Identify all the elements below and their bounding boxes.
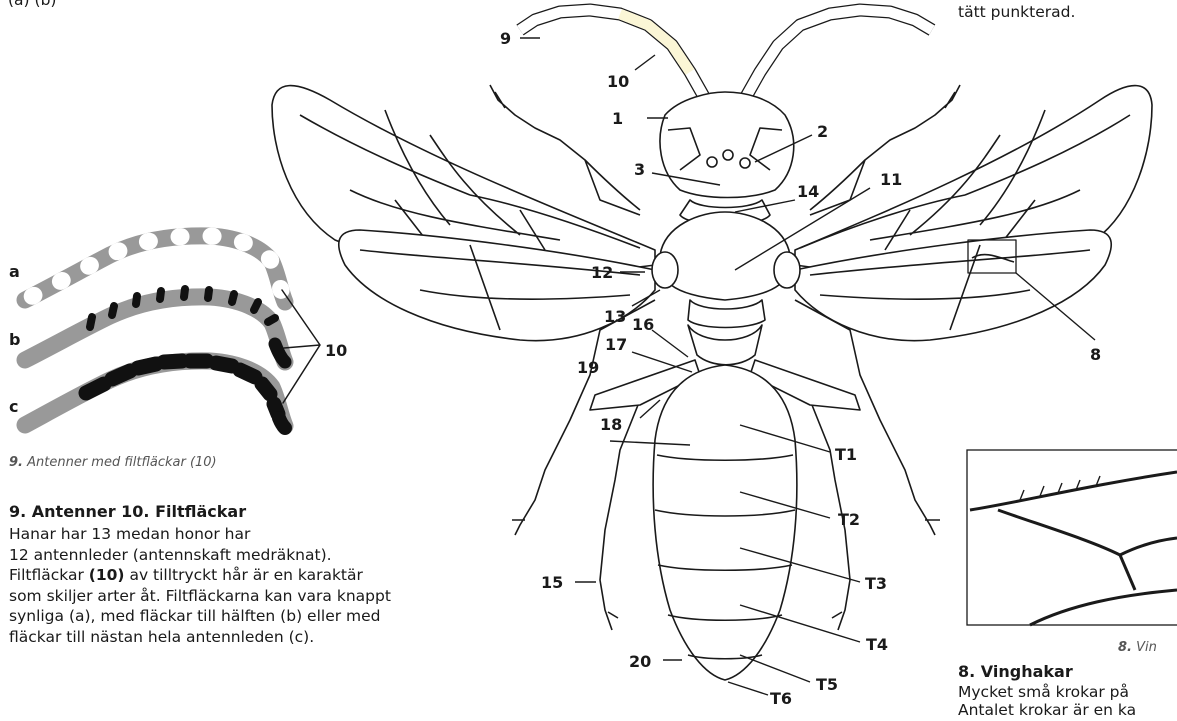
- label-18: 18: [600, 415, 622, 434]
- label-9: 9: [500, 29, 511, 48]
- label-1: 1: [612, 109, 623, 128]
- wing-hook-detail: [967, 450, 1177, 625]
- mesonotum: [660, 212, 790, 300]
- label-14: 14: [797, 182, 819, 201]
- abdomen: [653, 365, 797, 680]
- section-9-line-3-bold: (10): [89, 566, 125, 584]
- label-2: 2: [817, 122, 828, 141]
- wasp-drawing: [272, 10, 1152, 695]
- section-9-line-2: 12 antennleder (antennskaft medräknat).: [9, 545, 391, 566]
- label-11: 11: [880, 170, 902, 189]
- label-3: 3: [634, 160, 645, 179]
- label-t4: T4: [866, 635, 888, 654]
- section-9-line-1: Hanar har 13 medan honor har: [9, 524, 391, 545]
- section-8-heading: 8. Vinghakar: [958, 662, 1073, 681]
- section-9-body: Hanar har 13 medan honor har 12 antennle…: [9, 524, 391, 647]
- label-t6: T6: [770, 689, 792, 707]
- label-13: 13: [604, 307, 626, 326]
- label-t3: T3: [865, 574, 887, 593]
- wing-hook-caption-text: Vin: [1136, 640, 1157, 655]
- antenna-row-label-a: a: [9, 262, 20, 281]
- top-right-text-fragment: tätt punkterad.: [958, 2, 1075, 23]
- wing-hook-caption-number: 8.: [1118, 640, 1132, 655]
- antenna-c: [25, 361, 285, 428]
- top-left-text-fragment: (a) (b): [8, 0, 56, 11]
- wasp-labels: 9 10 1 2 3 11 14 12 13 16 17 19 18 15 20…: [500, 29, 1101, 707]
- antenna-caption-number: 9.: [9, 455, 23, 470]
- antenna-row-label-b: b: [9, 330, 20, 349]
- label-10: 10: [607, 72, 629, 91]
- label-t5: T5: [816, 675, 838, 694]
- head: [660, 92, 794, 198]
- wing-hook-caption: 8. Vin: [1118, 640, 1157, 655]
- label-8: 8: [1090, 345, 1101, 364]
- section-9-line-3: Filtfläckar (10) av tilltryckt hår är en…: [9, 565, 391, 586]
- section-8-line-2: Antalet krokar är en ka: [958, 700, 1136, 721]
- label-t1: T1: [835, 445, 857, 464]
- antenna-figure-caption: 9. Antenner med filtfläckar (10): [9, 455, 217, 470]
- antenna-caption-text: Antenner med filtfläckar (10): [27, 455, 217, 470]
- label-t2: T2: [838, 510, 860, 529]
- label-20: 20: [629, 652, 651, 671]
- label-15: 15: [541, 573, 563, 592]
- antenna-a: [25, 236, 285, 302]
- section-9-line-5: synliga (a), med fläckar till hälften (b…: [9, 606, 391, 627]
- antenna-pointer-label: 10: [325, 341, 347, 360]
- antenna-b: [25, 289, 285, 362]
- antenna-figure: [25, 236, 320, 428]
- label-12: 12: [591, 263, 613, 282]
- antenna-row-label-c: c: [9, 397, 18, 416]
- section-9-line-6: fläckar till nästan hela antennleden (c)…: [9, 627, 391, 648]
- label-16: 16: [632, 315, 654, 334]
- label-17: 17: [605, 335, 627, 354]
- section-9-line-4: som skiljer arter åt. Filtfläckarna kan …: [9, 586, 391, 607]
- section-9-heading: 9. Antenner 10. Filtfläckar: [9, 502, 246, 521]
- section-9-line-3-post: av tilltryckt hår är en karaktär: [125, 566, 363, 584]
- section-9-line-3-pre: Filtfläckar: [9, 566, 89, 584]
- label-19: 19: [577, 358, 599, 377]
